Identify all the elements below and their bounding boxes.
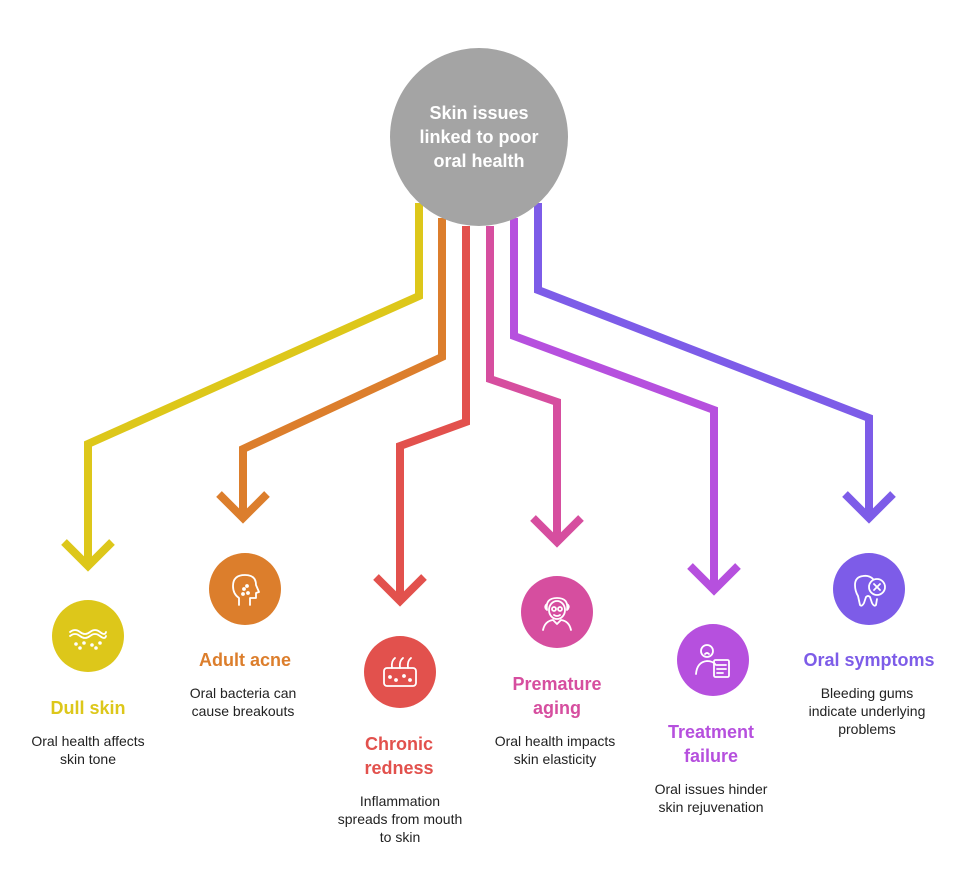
skin-texture-icon bbox=[69, 629, 107, 650]
node-oral-symptoms-description: Bleeding gums indicate underlying proble… bbox=[808, 685, 926, 737]
node-premature-aging-icon-circle bbox=[521, 576, 593, 648]
skin-inflammation-icon bbox=[383, 657, 417, 687]
arrowhead-dull-skin bbox=[61, 539, 115, 572]
connector-treatment-failure bbox=[510, 218, 718, 590]
node-premature-aging-title: Premature aging bbox=[512, 674, 602, 718]
connector-dull-skin bbox=[84, 203, 423, 566]
node-chronic-redness-description: Inflammation spreads from mouth to skin bbox=[337, 793, 463, 845]
patient-report-icon bbox=[695, 644, 730, 678]
node-oral-symptoms-title: Oral symptoms bbox=[803, 650, 935, 670]
arrowhead-treatment-failure bbox=[687, 563, 741, 596]
central-topic-circle: Skin issues linked to poor oral health bbox=[390, 48, 568, 226]
connector-chronic-redness bbox=[396, 226, 470, 601]
arrowhead-chronic-redness bbox=[373, 574, 427, 607]
node-adult-acne-icon-circle bbox=[209, 553, 281, 625]
node-chronic-redness-icon-circle bbox=[364, 636, 436, 708]
node-treatment-failure-description: Oral issues hinder skin rejuvenation bbox=[654, 781, 768, 815]
elderly-person-icon bbox=[542, 597, 572, 631]
connector-oral-symptoms bbox=[534, 203, 873, 518]
node-adult-acne-title: Adult acne bbox=[198, 650, 291, 670]
arrowhead-oral-symptoms bbox=[842, 491, 896, 524]
connector-premature-aging bbox=[486, 226, 561, 542]
node-oral-symptoms-icon-circle bbox=[833, 553, 905, 625]
node-treatment-failure-title: Treatment failure bbox=[667, 722, 755, 766]
central-topic-label: Skin issues linked to poor oral health bbox=[419, 103, 539, 171]
node-dull-skin-icon-circle bbox=[52, 600, 124, 672]
arrowhead-adult-acne bbox=[216, 491, 270, 524]
node-dull-skin-description: Oral health affects skin tone bbox=[31, 733, 145, 767]
connector-adult-acne bbox=[239, 218, 446, 518]
node-dull-skin-title: Dull skin bbox=[50, 698, 126, 718]
node-treatment-failure-icon-circle bbox=[677, 624, 749, 696]
tooth-x-icon bbox=[854, 574, 886, 607]
node-chronic-redness-title: Chronic redness bbox=[364, 734, 434, 778]
node-adult-acne-description: Oral bacteria can cause breakouts bbox=[189, 685, 297, 719]
arrowhead-premature-aging bbox=[530, 515, 584, 548]
node-premature-aging-description: Oral health impacts skin elasticity bbox=[494, 733, 616, 767]
acne-face-icon bbox=[232, 574, 260, 606]
